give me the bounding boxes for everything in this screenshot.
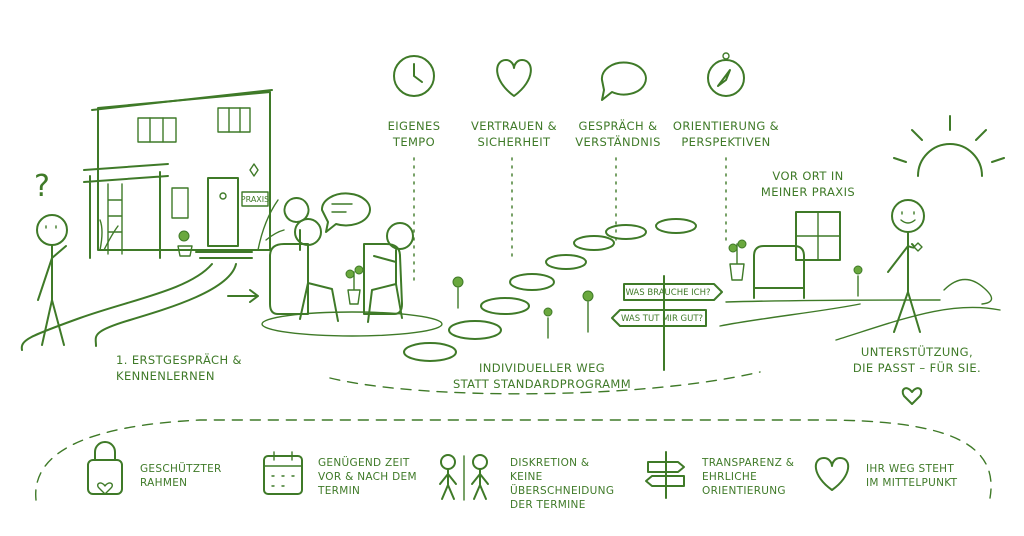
- lock-heart-icon: [87, 441, 123, 495]
- path-arc: [329, 371, 761, 395]
- heart-outline-icon: [814, 457, 850, 491]
- footer-frame: [35, 419, 992, 501]
- office-label: VOR ORT IN MEINER PRAXIS: [760, 169, 856, 199]
- footer-label-discretion: DISKRETION & KEINE ÜBERSCHNEIDUNG DER TE…: [510, 457, 615, 511]
- compass-icon: [707, 52, 745, 97]
- question-mark-icon: ?: [34, 169, 50, 204]
- value-label-tempo: EIGENES TEMPO: [387, 119, 441, 149]
- outcome-label: UNTERSTÜTZUNG, DIE PASST – FÜR SIE.: [852, 345, 982, 375]
- flowers: [452, 265, 863, 339]
- small-heart-icon: [901, 387, 923, 405]
- value-label-trust: VERTRAUEN & SICHERHEIT: [470, 119, 557, 149]
- value-label-conversation: GESPRÄCH & VERSTÄNDNIS: [575, 119, 661, 149]
- office-scene: [719, 211, 941, 327]
- footer-label-protected: GESCHÜTZTER RAHMEN: [140, 463, 222, 489]
- praxis-sign: PRAXIS: [241, 195, 269, 204]
- step-first-label: 1. ERSTGESPRÄCH & KENNENLERNEN: [116, 353, 242, 383]
- questioning-person: ?: [34, 169, 68, 346]
- signpost-icon: [645, 451, 685, 499]
- calendar-icon: [263, 451, 303, 495]
- garden-path-right: [94, 263, 237, 347]
- sun-icon: [893, 115, 1005, 177]
- signpost-bottom-label: WAS TUT MIR GUT?: [621, 314, 703, 324]
- arrow-icon: [227, 289, 259, 303]
- stepping-stones: [403, 218, 697, 362]
- footer-label-transparency: TRANSPARENZ & EHRLICHE ORIENTIERUNG: [702, 457, 795, 497]
- footer-label-focus: IHR WEG STEHT IM MITTELPUNKT: [866, 463, 958, 489]
- clock-icon: [393, 55, 435, 97]
- signpost: [611, 275, 723, 371]
- path-label: INDIVIDUELLER WEG STATT STANDARDPROGRAMM: [452, 361, 632, 391]
- happy-person: [835, 199, 1001, 341]
- signpost-top-label: WAS BRAUCHE ICH?: [625, 288, 710, 298]
- footer-label-time: GENÜGEND ZEIT VOR & NACH DEM TERMIN: [318, 457, 417, 497]
- two-people-icon: [439, 454, 489, 501]
- garden-path-left: [20, 263, 213, 351]
- practice-house: [83, 89, 285, 259]
- counseling-session: [261, 192, 443, 337]
- heart-icon: [496, 59, 532, 97]
- value-label-orientation: ORIENTIERUNG & PERSPEKTIVEN: [672, 119, 780, 149]
- speech-bubble-icon: [600, 61, 647, 101]
